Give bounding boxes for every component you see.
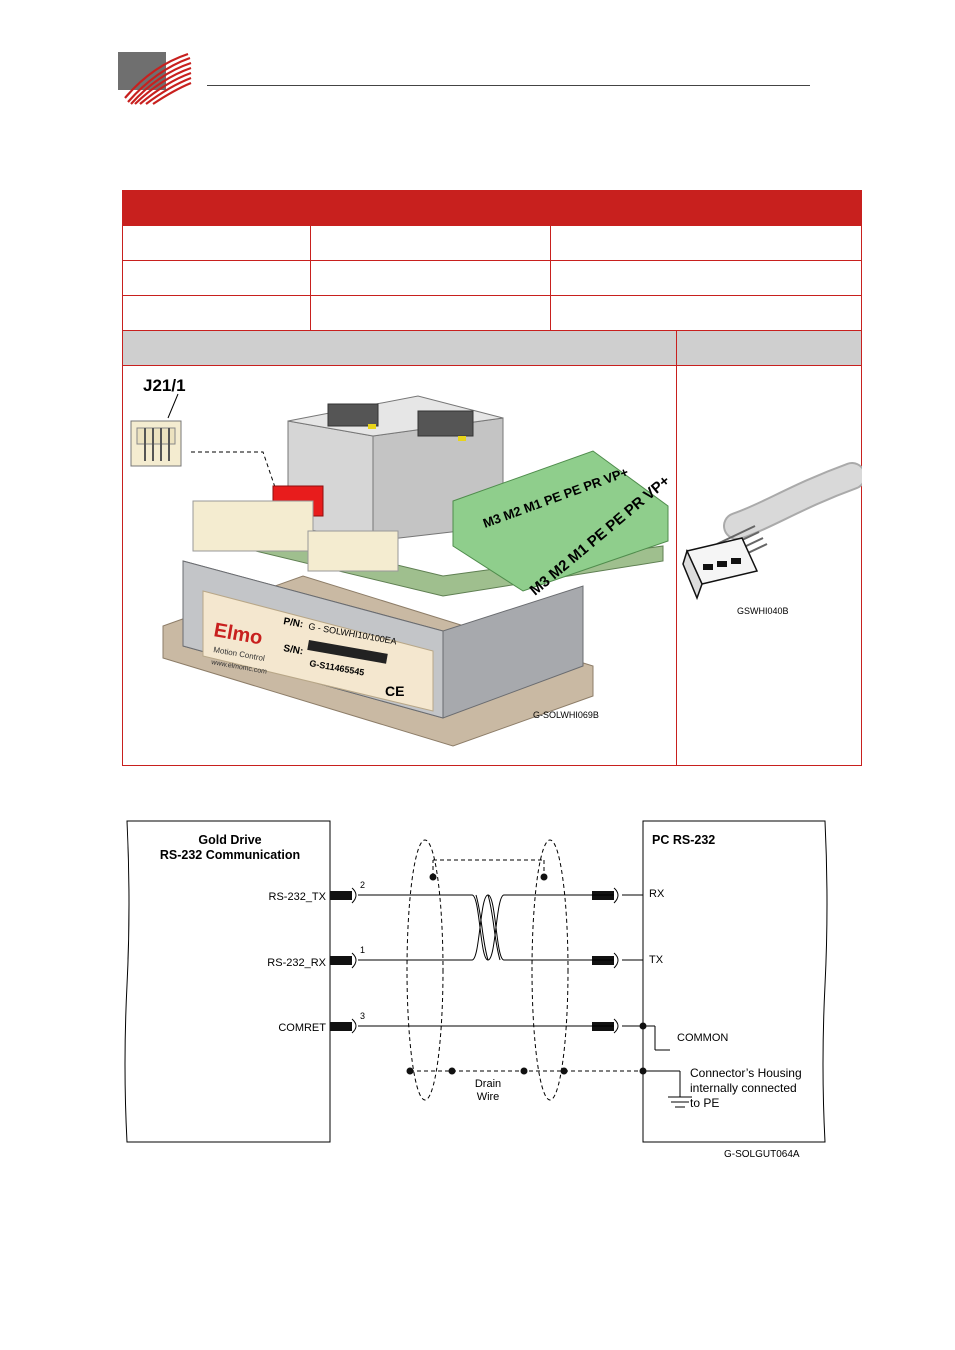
- pc-block: [642, 820, 828, 1143]
- housing-note-2: internally connected: [690, 1081, 797, 1095]
- cable-illustration: GSWHI040B: [682, 462, 866, 616]
- subheader-cell: [676, 330, 862, 366]
- header-rule: [207, 85, 810, 86]
- table-cell: [122, 260, 311, 296]
- drive-block: [124, 820, 331, 1143]
- drain-label-2: Wire: [477, 1091, 500, 1103]
- image-row: J21/1 Elmo: [122, 365, 866, 766]
- ce-mark: CE: [385, 683, 404, 699]
- connector-label: J21/1: [143, 376, 186, 395]
- header-cell: [310, 190, 551, 226]
- table-header-row: [122, 190, 862, 226]
- label-sn-key: S/N:: [282, 643, 304, 657]
- drive-block-title-2: RS-232 Communication: [160, 848, 300, 862]
- cable-figure-id: GSWHI040B: [737, 606, 789, 616]
- rs232-wiring-diagram: Gold Drive RS-232 Communication PC RS-23…: [124, 820, 828, 1160]
- cable-image-cell: GSWHI040B: [676, 365, 866, 766]
- table-row: [122, 295, 862, 331]
- drive-block-title-1: Gold Drive: [198, 833, 261, 847]
- drain-label-1: Drain: [475, 1078, 501, 1090]
- signal-comret-label: COMRET: [278, 1022, 326, 1034]
- housing-note-3: to PE: [690, 1096, 719, 1110]
- table-row: [122, 225, 862, 261]
- barcode: [307, 640, 388, 664]
- drive-image-cell: J21/1 Elmo: [122, 365, 677, 766]
- housing-note-1: Connector’s Housing: [690, 1066, 802, 1080]
- table-cell: [310, 260, 551, 296]
- wiring-figure-id: G-SOLGUT064A: [724, 1149, 800, 1160]
- elmo-logo-mark: [118, 52, 192, 105]
- table-subheader-row: [122, 330, 862, 366]
- pc-rx-label: RX: [649, 888, 665, 900]
- pc-tx-label: TX: [649, 954, 664, 966]
- signal-tx-label: RS-232_TX: [269, 891, 327, 903]
- header-cell: [550, 190, 862, 226]
- table-row: [122, 260, 862, 296]
- table-cell: [310, 225, 551, 261]
- subheader-cell: [122, 330, 677, 366]
- table-cell: [122, 295, 311, 331]
- connector-spec-table: J21/1 Elmo: [122, 190, 866, 766]
- label-pn-key: P/N:: [282, 616, 304, 630]
- pin-3-label: 3: [360, 1011, 365, 1021]
- table-cell: [550, 225, 862, 261]
- pin-2-label: 2: [360, 880, 365, 890]
- drive-illustration: J21/1 Elmo: [130, 376, 673, 747]
- table-cell: [122, 225, 311, 261]
- table-cell: [550, 295, 862, 331]
- signal-rx-label: RS-232_RX: [267, 957, 326, 969]
- common-label: COMMON: [677, 1032, 728, 1044]
- pin-1-label: 1: [360, 945, 365, 955]
- table-cell: [310, 295, 551, 331]
- table-cell: [550, 260, 862, 296]
- header-cell: [122, 190, 311, 226]
- drive-figure-id: G-SOLWHI069B: [533, 710, 599, 720]
- connector-inset: [130, 420, 182, 467]
- pc-block-title: PC RS-232: [652, 833, 715, 847]
